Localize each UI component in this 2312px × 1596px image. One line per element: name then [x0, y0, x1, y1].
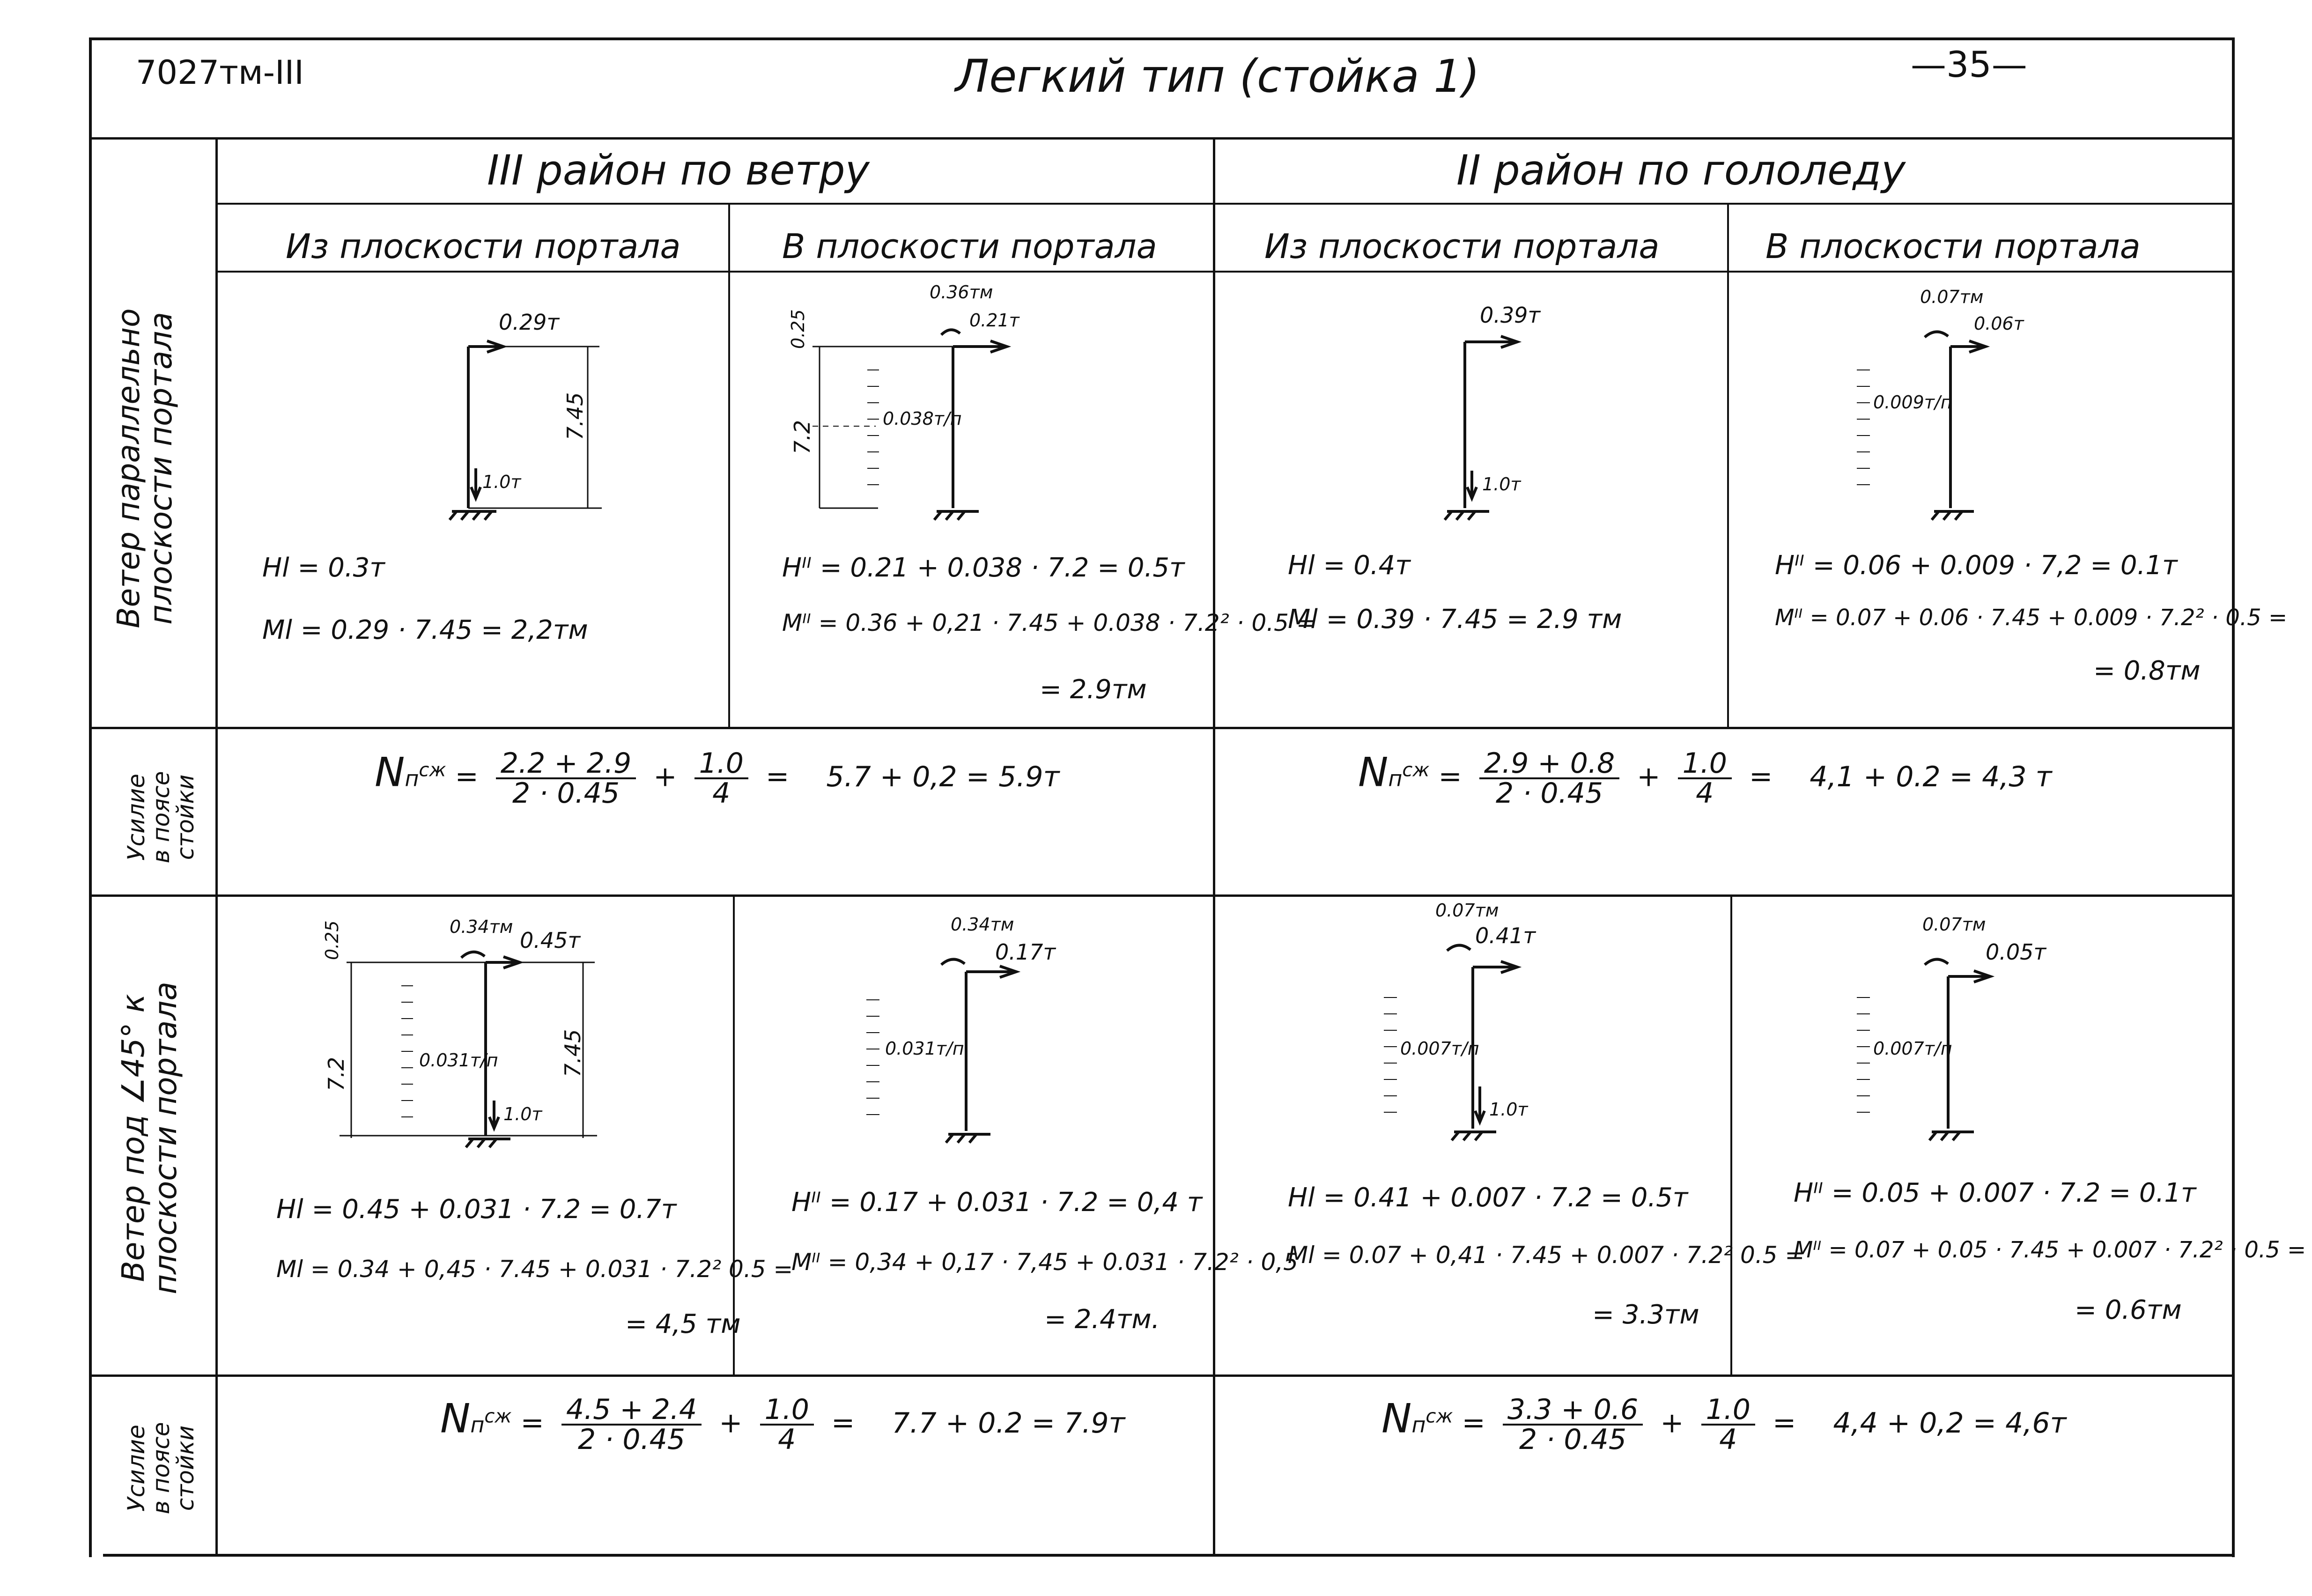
header-wind-region: III район по ветру — [487, 146, 870, 194]
c13-eq-m: Mⅼ = 0.39 · 7.45 = 2.9 тм — [1288, 604, 1622, 635]
c34-moment: 0.07тм — [1922, 914, 1986, 935]
c13-top-load: 0.39т — [1480, 303, 1541, 328]
c11-vert-load: 1.0т — [482, 472, 521, 492]
c32-eq-m: Mᴵᴵ = 0,34 + 0,17 · 7,45 + 0.031 · 7.2² … — [791, 1249, 1298, 1276]
c31-dist: 0.031т/п — [419, 1050, 498, 1071]
header-in-plane-ice: В плоскости портала — [1765, 227, 2141, 266]
c14-eq-m: Mᴵᴵ = 0.07 + 0.06 · 7.45 + 0.009 · 7.2² … — [1775, 605, 2288, 631]
c31-h-top: 0.25 — [322, 920, 342, 960]
c31-eq-h: Hⅼ = 0.45 + 0.031 · 7.2 = 0.7т — [276, 1194, 677, 1225]
c34-eq-h: Hᴵᴵ = 0.05 + 0.007 · 7.2 = 0.1т — [1794, 1178, 2196, 1208]
c33-eq-m-result: = 3.3тм — [1592, 1300, 1699, 1330]
c32-moment: 0.34тм — [951, 914, 1014, 935]
row-label-force-1: Усилие в поясе стойки — [123, 771, 199, 864]
row-label-force-2: Усилие в поясе стойки — [123, 1422, 199, 1515]
c12-eq-h: Hᴵᴵ = 0.21 + 0.038 · 7.2 = 0.5т — [782, 553, 1185, 583]
c12-h-top: 0.25 — [788, 309, 808, 349]
page-number: —35— — [1911, 44, 2027, 85]
c33-top-load: 0.41т — [1475, 923, 1536, 948]
c33-vert-load: 1.0т — [1489, 1099, 1528, 1120]
c12-moment: 0.36тм — [930, 282, 993, 303]
c31-h-main: 7.2 — [324, 1057, 349, 1091]
c31-moment: 0.34тм — [450, 916, 513, 937]
c31-eq-m: Mⅼ = 0.34 + 0,45 · 7.45 + 0.031 · 7.2² 0… — [276, 1256, 793, 1283]
c14-eq-h: Hᴵᴵ = 0.06 + 0.009 · 7,2 = 0.1т — [1775, 550, 2178, 581]
c33-dist: 0.007т/п — [1400, 1038, 1479, 1059]
header-in-plane-wind: В плоскости портала — [782, 227, 1157, 266]
c33-moment: 0.07тм — [1435, 900, 1499, 921]
c14-top-load: 0.06т — [1974, 313, 2024, 334]
c32-dist: 0.031т/п — [885, 1038, 964, 1059]
c31-top-load: 0.45т — [520, 928, 581, 953]
c11-eq-m: Mⅼ = 0.29 · 7.45 = 2,2тм — [262, 615, 588, 645]
c14-eq-m-result: = 0.8тм — [2093, 656, 2201, 686]
row-label-wind-45: Ветер под ∠45° к плоскости портала — [115, 982, 184, 1294]
c12-eq-m: Mᴵᴵ = 0.36 + 0,21 · 7.45 + 0.038 · 7.2² … — [782, 609, 1316, 636]
c31-vert-load: 1.0т — [503, 1104, 542, 1124]
c32-eq-m-result: = 2.4тм. — [1044, 1304, 1160, 1335]
c12-eq-m-result: = 2.9тм — [1040, 674, 1147, 705]
c34-top-load: 0.05т — [1986, 939, 2046, 965]
header-out-of-plane-ice: Из плоскости портала — [1264, 227, 1660, 266]
c34-eq-m: Mᴵᴵ = 0.07 + 0.05 · 7.45 + 0.007 · 7.2² … — [1794, 1237, 2306, 1263]
header-ice-region: II район по гололеду — [1456, 146, 1906, 194]
c12-top-load: 0.21т — [969, 310, 1019, 331]
c12-dist: 0.038т/п — [883, 408, 962, 429]
c14-dist: 0.009т/п — [1873, 392, 1952, 413]
c13-vert-load: 1.0т — [1482, 474, 1521, 495]
c34-dist: 0.007т/п — [1873, 1038, 1952, 1059]
c32-top-load: 0.17т — [995, 939, 1056, 965]
c34-eq-m-result: = 0.6тм — [2075, 1295, 2182, 1325]
c32-eq-h: Hᴵᴵ = 0.17 + 0.031 · 7.2 = 0,4 т — [791, 1187, 1203, 1218]
c33-eq-h: Hⅼ = 0.41 + 0.007 · 7.2 = 0.5т — [1288, 1182, 1688, 1213]
c13-eq-h: Hⅼ = 0.4т — [1288, 550, 1411, 581]
c11-height: 7.45 — [562, 392, 588, 440]
document-code: 7027тм-III — [136, 53, 304, 92]
row-label-wind-parallel: Ветер параллельно плоскости портала — [111, 308, 179, 628]
c14-moment: 0.07тм — [1920, 287, 1984, 307]
c31-eq-m-result: = 4,5 тм — [625, 1309, 741, 1339]
c33-eq-m: Mⅼ = 0.07 + 0,41 · 7.45 + 0.007 · 7.2² 0… — [1288, 1241, 1805, 1269]
header-out-of-plane-wind: Из плоскости портала — [286, 227, 681, 266]
c11-top-load: 0.29т — [499, 310, 560, 335]
page-title: Легкий тип (стойка 1) — [955, 50, 1480, 103]
c12-h-main: 7.2 — [790, 420, 815, 454]
c11-eq-h: Hⅼ = 0.3т — [262, 553, 385, 583]
c31-height: 7.45 — [560, 1029, 585, 1077]
